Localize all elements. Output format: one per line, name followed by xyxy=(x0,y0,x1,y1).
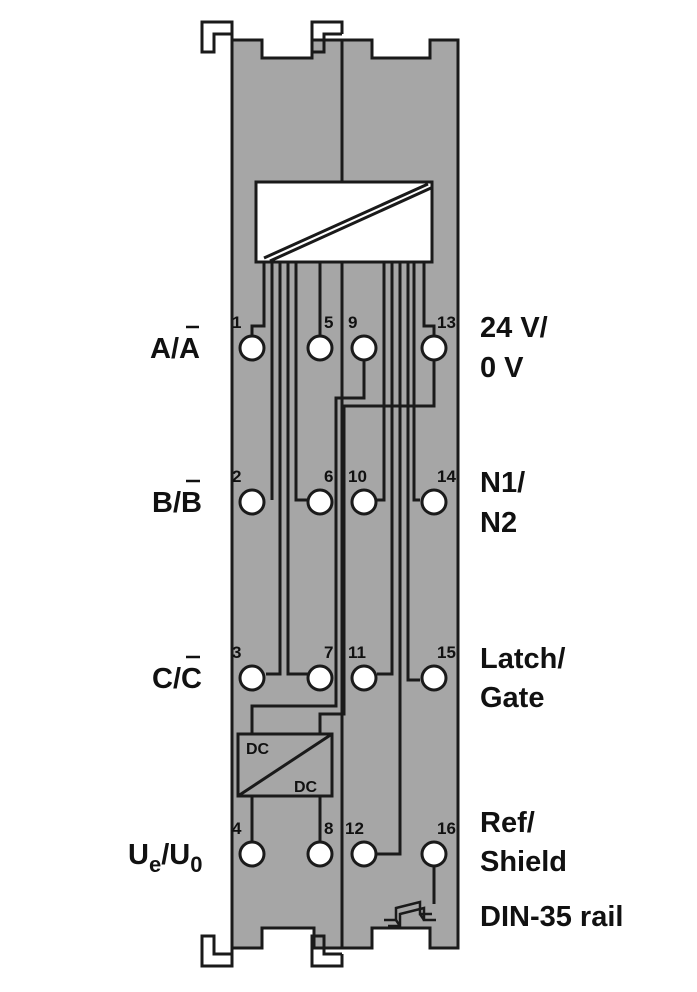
label-latch-line1: Latch/ xyxy=(480,643,565,675)
pin-number-5: 5 xyxy=(324,313,333,332)
pin-number-6: 6 xyxy=(324,467,333,486)
pin-number-7: 7 xyxy=(324,643,333,662)
converter-diagonal xyxy=(237,732,333,798)
pin-number-16: 16 xyxy=(437,819,456,838)
dc-dc-converter: DC DC xyxy=(236,732,334,798)
label-ue-u0: Ue/U0 xyxy=(128,839,202,877)
wire-pin7 xyxy=(286,262,308,676)
label-ref-line1: Ref/ xyxy=(480,807,535,839)
isolation-diagonal xyxy=(263,182,432,263)
label-sub-e: e xyxy=(149,852,161,877)
right-labels: 24 V/ 0 V N1/ N2 Latch/ Gate Ref/ Shield… xyxy=(480,312,623,933)
pin-number-9: 9 xyxy=(348,313,357,332)
bottom-left-latch xyxy=(200,934,234,968)
terminal-13 xyxy=(420,334,448,362)
wire-pin12 xyxy=(377,262,402,856)
wire-pin14 xyxy=(412,262,420,502)
pin-number-13: 13 xyxy=(437,313,456,332)
terminal-14 xyxy=(420,488,448,516)
label-u: U xyxy=(128,839,149,871)
pin-number-10: 10 xyxy=(348,467,367,486)
terminals xyxy=(238,334,448,868)
terminal-11 xyxy=(350,664,378,692)
label-n-line2: N2 xyxy=(480,507,517,539)
label-a: A/A xyxy=(150,333,200,365)
terminal-1 xyxy=(238,334,266,362)
label-b-b-bar: B/B xyxy=(152,479,202,519)
label-sep-u: /U xyxy=(161,839,190,871)
converter-input-label: DC xyxy=(246,741,270,758)
wire-pin13 xyxy=(318,360,436,734)
wire-pin1 xyxy=(250,262,266,336)
left-labels: A/A B/B C/C Ue/U0 xyxy=(128,325,202,877)
top-right-latch xyxy=(310,20,344,54)
label-din-rail: DIN-35 rail xyxy=(480,901,623,933)
wire-pin3 xyxy=(266,262,282,676)
din-rail-icon xyxy=(384,900,436,928)
electronics-block xyxy=(254,180,434,264)
label-supply-line1: 24 V/ xyxy=(480,312,548,344)
pin-number-15: 15 xyxy=(437,643,456,662)
top-left-latch xyxy=(200,20,234,54)
wire-pin15 xyxy=(406,262,420,682)
terminal-9 xyxy=(350,334,378,362)
terminal-15 xyxy=(420,664,448,692)
pin-number-11: 11 xyxy=(348,643,366,662)
pin-number-3: 3 xyxy=(232,643,241,662)
wire-pin10 xyxy=(377,262,386,502)
pin-number-4: 4 xyxy=(232,819,242,838)
terminal-7 xyxy=(306,664,334,692)
terminal-2 xyxy=(238,488,266,516)
label-b: B/B xyxy=(152,487,202,519)
pin-numbers: 1 5 9 13 2 6 10 14 3 7 11 15 4 8 12 16 xyxy=(232,313,456,838)
label-sub-0: 0 xyxy=(190,852,202,877)
terminal-10 xyxy=(350,488,378,516)
label-a-a-bar: A/A xyxy=(150,325,200,365)
terminal-12 xyxy=(350,840,378,868)
label-c: C/C xyxy=(152,663,202,695)
terminal-6 xyxy=(306,488,334,516)
terminal-4 xyxy=(238,840,266,868)
wire-pin6 xyxy=(294,262,308,502)
pin-number-1: 1 xyxy=(232,313,241,332)
terminal-8 xyxy=(306,840,334,868)
pin-number-8: 8 xyxy=(324,819,333,838)
label-ref-line2: Shield xyxy=(480,846,567,878)
pin-number-14: 14 xyxy=(437,467,456,486)
wire-pin13-top xyxy=(422,262,436,336)
pin-number-2: 2 xyxy=(232,467,241,486)
bottom-right-latch xyxy=(310,934,344,968)
terminal-3 xyxy=(238,664,266,692)
pin-number-12: 12 xyxy=(345,819,364,838)
label-supply-line2: 0 V xyxy=(480,352,524,384)
label-c-c-bar: C/C xyxy=(152,655,202,695)
terminal-16 xyxy=(420,840,448,868)
converter-output-label: DC xyxy=(294,779,318,796)
internal-wiring xyxy=(250,262,436,904)
label-latch-line2: Gate xyxy=(480,682,544,714)
wire-pin9 xyxy=(250,360,366,734)
terminal-5 xyxy=(306,334,334,362)
wire-pin11 xyxy=(377,262,394,676)
label-n-line1: N1/ xyxy=(480,467,525,499)
